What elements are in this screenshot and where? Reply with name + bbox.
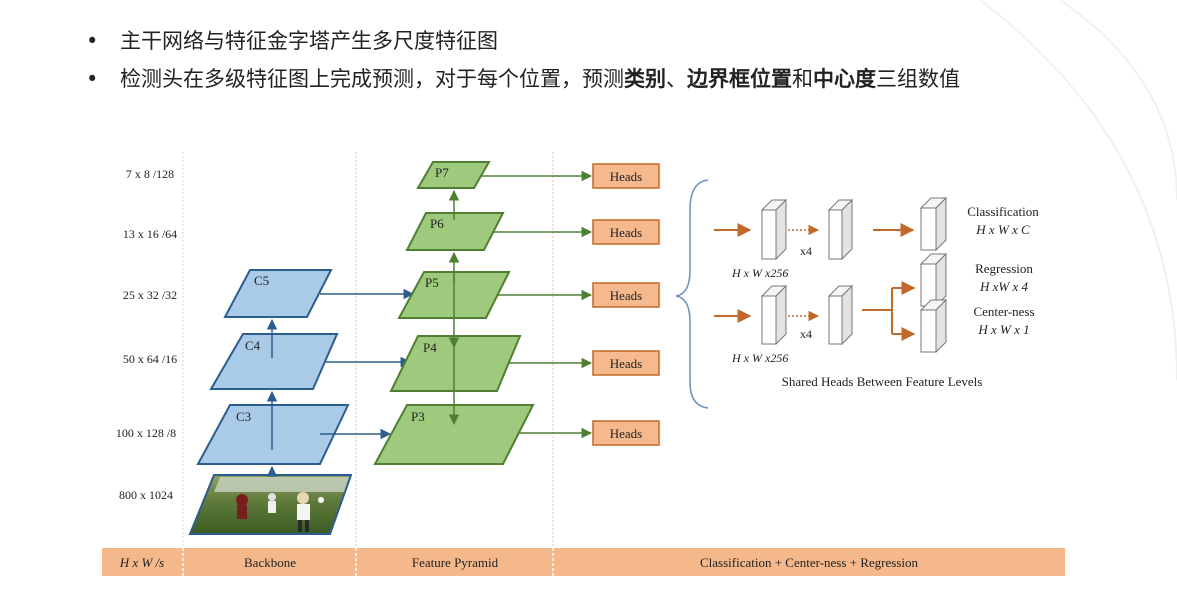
feature-block-bottom-1	[760, 284, 788, 346]
heads-box-p6: Heads	[592, 219, 660, 245]
c4-label: C4	[245, 338, 261, 353]
bullet-text-2-sep: 、	[666, 67, 687, 91]
footer-scale-label: H x W /s	[119, 555, 164, 570]
pyramid-p4: P4	[389, 335, 522, 392]
repeat-label-bottom: x4	[800, 327, 812, 341]
bullet-text-1: 主干网络与特征金字塔产生多尺度特征图	[120, 29, 498, 53]
scale-label-p5: 25 x 32 /32	[123, 288, 177, 302]
scale-label-p3: 100 x 128 /8	[116, 426, 176, 440]
bullet-text-2-and: 和	[792, 67, 813, 91]
pyramid-p3: P3	[373, 404, 535, 465]
bullet-item-2: • 检测头在多级特征图上完成预测，对于每个位置，预测类别、边界框位置和中心度三组…	[86, 60, 960, 98]
heads-box-p3: Heads	[592, 420, 660, 446]
heads-label: Heads	[610, 356, 643, 371]
c3-label: C3	[236, 409, 251, 424]
bullet-item-1: • 主干网络与特征金字塔产生多尺度特征图	[86, 22, 960, 60]
bold-bbox: 边界框位置	[687, 67, 792, 91]
input-image	[188, 474, 353, 535]
p3-label: P3	[411, 409, 425, 424]
classification-label: Classification	[967, 204, 1039, 219]
feature-block-top-1	[760, 198, 788, 261]
scale-label-p7: 7 x 8 /128	[126, 167, 174, 181]
classification-dim: H x W x C	[975, 222, 1030, 237]
heads-label: Heads	[610, 288, 643, 303]
p7-label: P7	[435, 165, 449, 180]
footer-bar: H x W /s Backbone Feature Pyramid Classi…	[102, 548, 1065, 576]
feature-block-top-2	[827, 198, 854, 261]
bullet-list: • 主干网络与特征金字塔产生多尺度特征图 • 检测头在多级特征图上完成预测，对于…	[86, 22, 960, 98]
scale-label-p6: 13 x 16 /64	[123, 227, 177, 241]
feature-dim-top: H x W x256	[731, 266, 788, 280]
regression-dim: H xW x 4	[979, 279, 1029, 294]
bullet-text-2-part: 检测头在多级特征图上完成预测，对于每个位置，预测	[120, 67, 624, 91]
shared-heads-caption: Shared Heads Between Feature Levels	[782, 374, 983, 389]
repeat-label-top: x4	[800, 244, 812, 258]
feature-dim-bottom: H x W x256	[731, 351, 788, 365]
footer-pyramid-label: Feature Pyramid	[412, 555, 499, 570]
heads-box-p4: Heads	[592, 350, 660, 376]
bullet-text-2-end: 三组数值	[876, 67, 960, 91]
regression-label: Regression	[975, 261, 1033, 276]
centerness-dim: H x W x 1	[977, 322, 1029, 337]
p5-label: P5	[425, 275, 439, 290]
classification-output-block	[919, 196, 948, 252]
bold-centerness: 中心度	[813, 67, 876, 91]
bullet-text-2: 检测头在多级特征图上完成预测，对于每个位置，预测类别、边界框位置和中心度三组数值	[120, 67, 960, 91]
regression-output-block	[919, 252, 948, 308]
feature-block-bottom-2	[827, 284, 854, 346]
bullet-dot: •	[86, 67, 99, 91]
heads-label: Heads	[610, 169, 643, 184]
heads-label: Heads	[610, 426, 643, 441]
decor-arc	[979, 0, 1177, 381]
p4-label: P4	[423, 340, 437, 355]
footer-backbone-label: Backbone	[244, 555, 296, 570]
heads-box-p7: Heads	[592, 163, 660, 189]
footer-heads-label: Classification + Center-ness + Regressio…	[700, 555, 919, 570]
backbone-c3: C3	[196, 404, 350, 465]
decor-arc	[1059, 0, 1177, 201]
heads-label: Heads	[610, 225, 643, 240]
heads-box-p5: Heads	[592, 282, 660, 308]
centerness-output-block	[919, 298, 948, 354]
bullet-dot: •	[86, 29, 99, 53]
centerness-label: Center-ness	[973, 304, 1034, 319]
backbone-c4: C4	[209, 333, 339, 390]
c5-label: C5	[254, 273, 269, 288]
scale-label-p4: 50 x 64 /16	[123, 352, 177, 366]
pyramid-p7: P7	[416, 161, 491, 189]
scale-label-input: 800 x 1024	[119, 488, 173, 502]
brace	[675, 179, 709, 409]
backbone-c5: C5	[223, 269, 333, 318]
bold-class: 类别	[624, 67, 666, 91]
pyramid-p6: P6	[405, 212, 505, 251]
p6-label: P6	[430, 216, 444, 231]
